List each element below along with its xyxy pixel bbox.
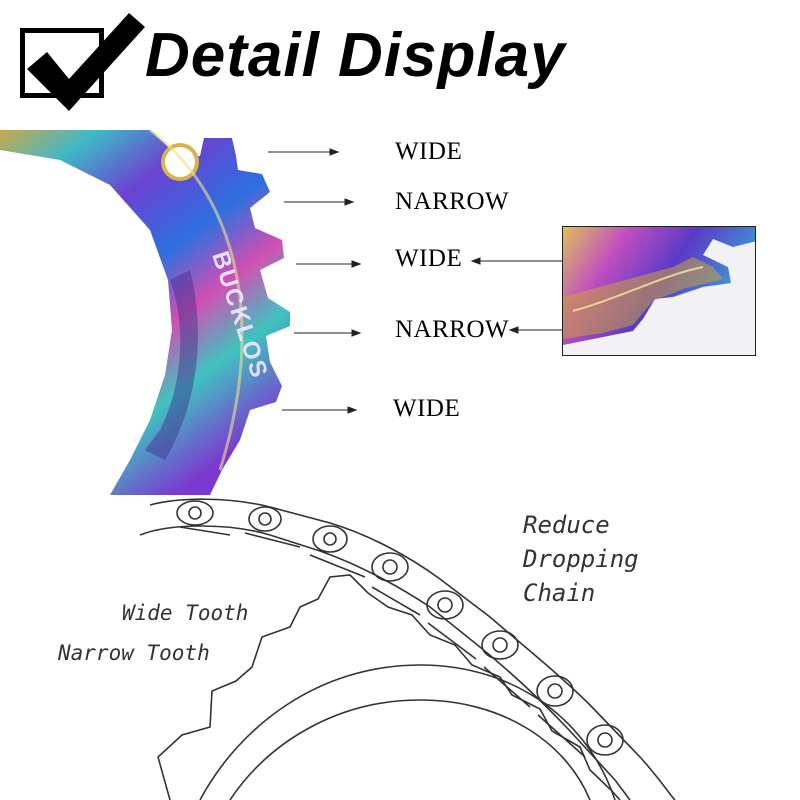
chainring-illustration [0, 130, 598, 495]
page-title: Detail Display [145, 21, 566, 90]
tooth-label-wide-2: WIDE [395, 245, 463, 272]
chain-sketch: Reduce Dropping Chain Wide Tooth Narrow … [0, 495, 800, 800]
tooth-label-narrow-1: NARROW [395, 188, 510, 215]
tooth-closeup-illustration [563, 227, 755, 345]
chain-and-chainring-drawing [139, 498, 676, 800]
callout-line-1: Reduce [523, 511, 610, 539]
header: Detail Display [0, 0, 800, 130]
chainring-photo: BUCKLOS WIDE NARROW WIDE NARROW WIDE [0, 130, 800, 495]
tooth-label-wide-3: WIDE [393, 395, 461, 422]
checkbox-frame [20, 13, 145, 111]
tooth-label-wide-1: WIDE [395, 138, 463, 165]
callout-line-2: Dropping [523, 545, 639, 573]
tooth-closeup-inset [562, 226, 756, 356]
narrow-tooth-label: Narrow Tooth [58, 641, 210, 665]
wide-tooth-label: Wide Tooth [122, 601, 249, 625]
checkmark-icon [27, 13, 145, 111]
callout-line-3: Chain [523, 579, 596, 607]
tooth-label-narrow-2: NARROW [395, 316, 510, 343]
